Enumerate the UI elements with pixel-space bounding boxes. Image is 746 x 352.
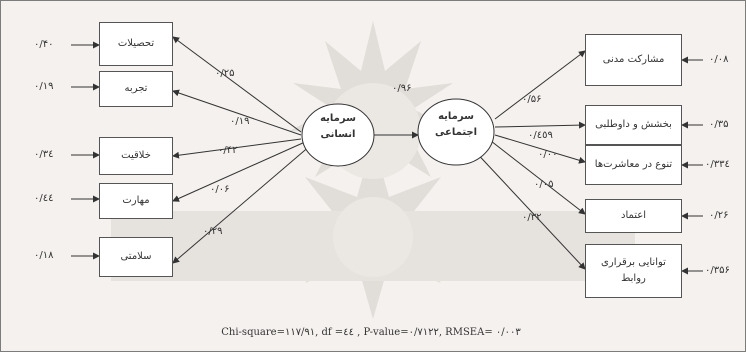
indicator-trust: اعتماد xyxy=(585,199,682,233)
human-capital-label: سرمایه انسانی xyxy=(320,113,356,140)
path-social-relations xyxy=(470,146,586,270)
path-social-trust xyxy=(490,140,586,215)
path-human-skill xyxy=(172,141,306,202)
coef-skill: ۰/۰۶ xyxy=(210,184,230,195)
error-experience: ۰/۱۹ xyxy=(34,81,54,92)
error-relations: ۰/۳۵۶ xyxy=(705,265,730,276)
indicator-volunteering: بخشش و داوطلبی xyxy=(585,105,682,145)
error-health: ۰/۱۸ xyxy=(34,250,54,261)
indicator-education: تحصیلات xyxy=(99,22,173,66)
indicator-relations: توانایی برقراری روابط xyxy=(585,244,682,298)
path-human-health xyxy=(172,144,312,264)
indicator-skill: مهارت xyxy=(99,183,173,219)
indicator-creativity: خلاقیت xyxy=(99,137,173,175)
coef-volunteering: ۰/٤٥٩ xyxy=(528,130,553,141)
coef-education: ۰/۲۵ xyxy=(215,68,235,79)
error-skill: ۰/٤٤ xyxy=(34,193,54,204)
coef-diversity: ۰/۰۰ xyxy=(538,149,558,160)
error-creativity: ۰/۳٤ xyxy=(34,149,54,160)
coef-relations: ۰/۳۲ xyxy=(522,212,542,223)
path-human-experience xyxy=(172,89,302,136)
indicator-diversity: تنوع در معاشرت‌ها xyxy=(585,145,682,185)
indicator-experience: تجربه xyxy=(99,71,173,107)
error-participation: ۰/۰۸ xyxy=(709,54,729,65)
coef-health: ۰/۲۹ xyxy=(203,226,223,237)
path-social-volunteering xyxy=(494,121,586,129)
error-education: ۰/۴۰ xyxy=(34,39,54,50)
fit-statistics: Chi-square=۱۱۷/۹۱, df =٤٤ , P-value=۰/۷۱… xyxy=(221,327,521,338)
error-trust: ۰/۲۶ xyxy=(709,210,729,221)
path-social-participation xyxy=(494,50,586,120)
social-capital-label: سرمایه اجتماعی xyxy=(434,111,478,138)
social-capital-ellipse xyxy=(417,98,495,166)
coef-creativity: ۰/۴۲ xyxy=(218,145,238,156)
coef-participation: ۰/۵۶ xyxy=(522,94,542,105)
path-human-creativity xyxy=(172,138,302,159)
error-diversity: ۰/۳۳٤ xyxy=(705,159,730,170)
error-volunteering: ۰/۳۵ xyxy=(709,119,729,130)
indicator-health: سلامتی xyxy=(99,237,173,277)
coef-experience: ۰/۱۹ xyxy=(230,116,250,127)
indicator-participation: مشارکت مدنی xyxy=(585,34,682,86)
path-human-education xyxy=(172,36,302,133)
human-capital-ellipse xyxy=(301,103,375,167)
path-social-diversity xyxy=(494,134,586,164)
coef-trust: ۰/۰۵ xyxy=(534,179,554,190)
coef-human-social: ۰/۹۶ xyxy=(392,83,412,94)
